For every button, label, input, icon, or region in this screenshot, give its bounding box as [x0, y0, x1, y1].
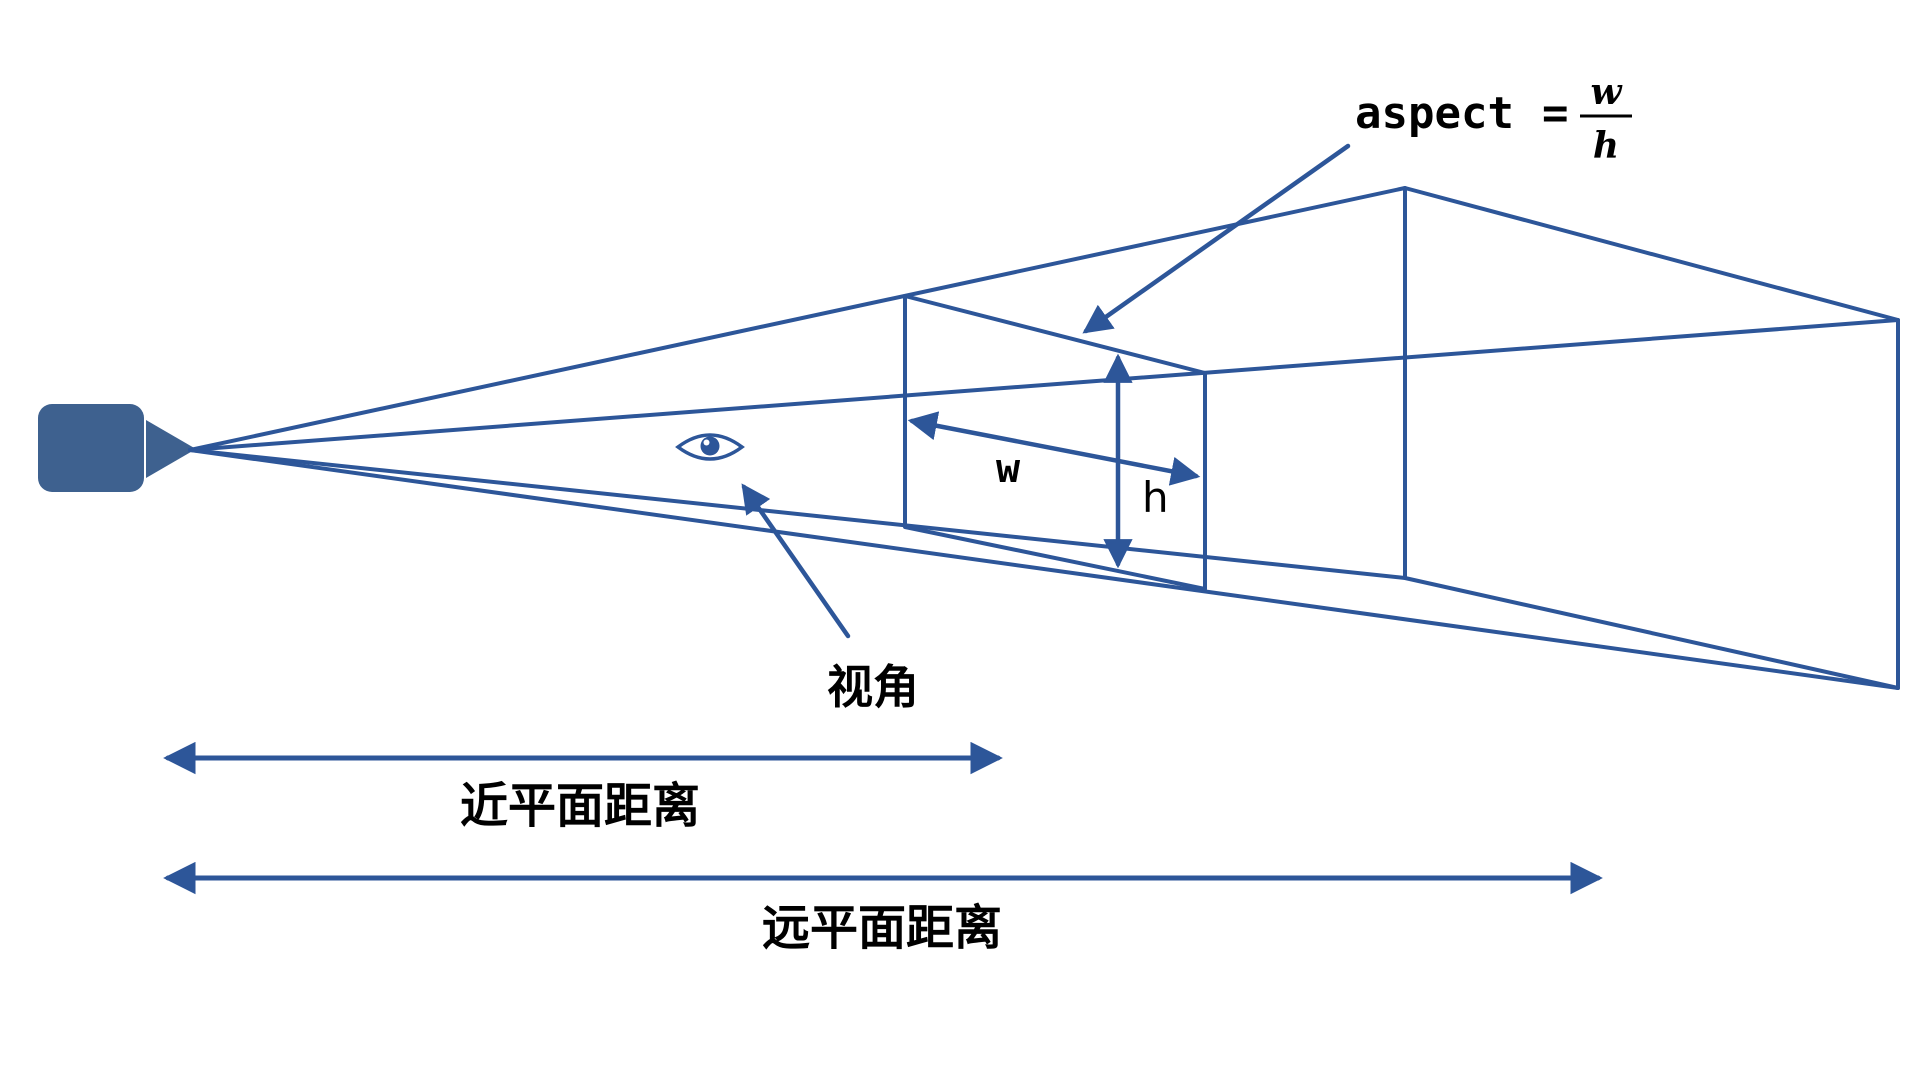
aspect-equals: = [1542, 88, 1569, 139]
height-label: h [1142, 473, 1169, 522]
aspect-formula: aspect = w h [1355, 71, 1632, 167]
camera-icon [38, 404, 196, 492]
view-angle-arrow [741, 483, 851, 639]
aspect-arrow [1082, 143, 1351, 334]
width-label: w [996, 446, 1021, 492]
eye-glint [703, 439, 710, 446]
frustum-edge-bottom-left [188, 448, 1407, 580]
near-distance-label: 近平面距离 [460, 778, 700, 834]
camera-body [38, 404, 144, 492]
frustum-edge-bottom-right [188, 448, 1900, 690]
far-distance-label: 远平面距离 [762, 900, 1002, 956]
near-plane [903, 294, 1207, 591]
far-plane [1403, 186, 1900, 690]
frustum-edge-top-right [188, 318, 1900, 452]
eye-icon [675, 433, 745, 461]
width-arrow [907, 411, 1201, 486]
view-angle-label: 视角 [827, 660, 919, 714]
aspect-fraction-numerator: w [1591, 71, 1624, 113]
aspect-word: aspect [1355, 88, 1514, 139]
camera-lens [146, 420, 196, 478]
aspect-fraction-denominator: h [1593, 125, 1619, 167]
frustum-edge-top-left [188, 186, 1407, 452]
eye-pupil [700, 436, 720, 456]
